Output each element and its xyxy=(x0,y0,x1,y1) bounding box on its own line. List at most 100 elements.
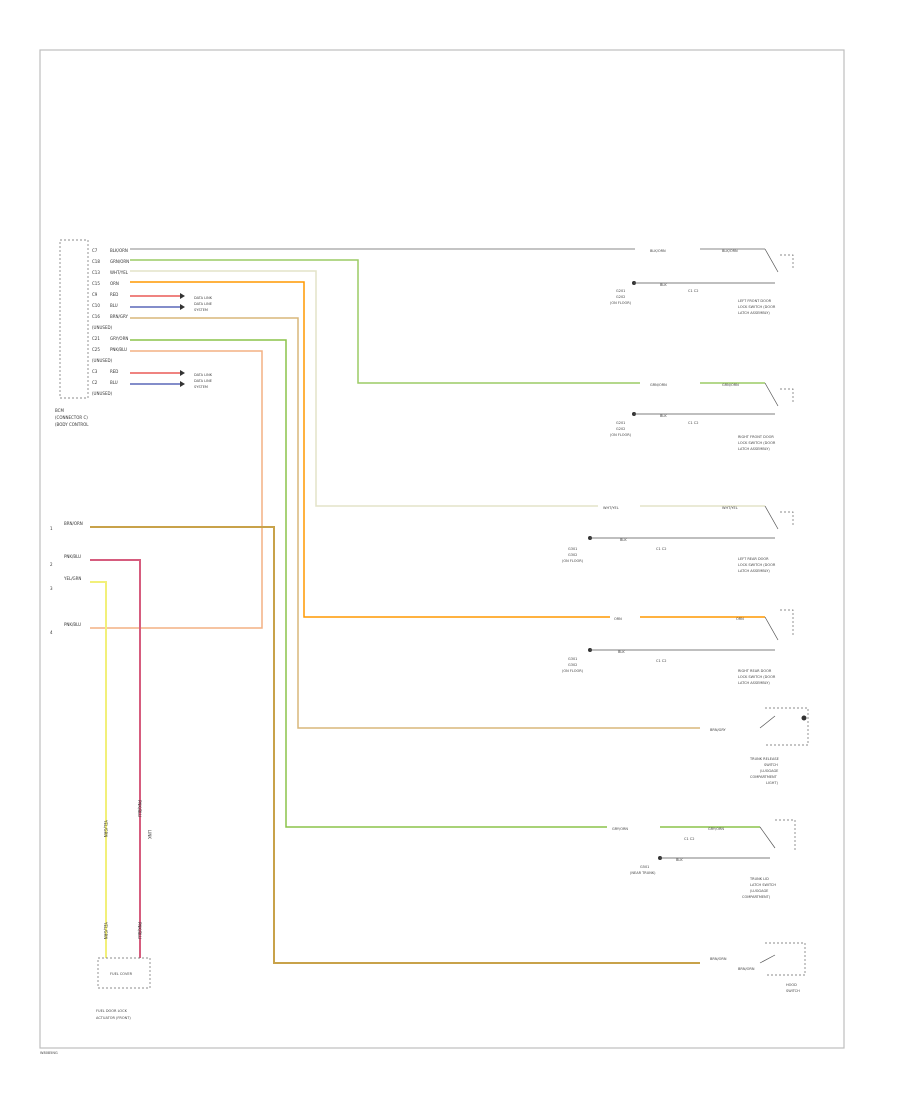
bcm-label-1: BCM xyxy=(55,408,64,413)
left-wire-2: PNK/BLU xyxy=(64,554,81,559)
sw6-caption-2: LATCH SWITCH xyxy=(750,883,776,887)
sw2-connector: C1 C2 xyxy=(688,421,698,425)
bcm-wire-12: RED xyxy=(110,369,118,374)
bcm-label-3: (BODY CONTROL xyxy=(55,422,89,427)
sw3-caption-2: LOCK SWITCH (DOOR xyxy=(738,563,776,567)
wire-brn-orn-hood xyxy=(90,526,700,964)
bcm-pin-2: C18 xyxy=(92,259,100,264)
vwire-yellow-label-bottom: YEL/GRN xyxy=(103,921,108,939)
sw4-connector: C1 C2 xyxy=(656,659,666,663)
sw4-caption-2: LOCK SWITCH (DOOR xyxy=(738,675,776,679)
data-link-2-line1: DATA LINK xyxy=(194,373,213,377)
bcm-pin-1: C7 xyxy=(92,248,98,253)
sw1-connector: C1 C2 xyxy=(688,289,698,293)
sw2-caption-1: RIGHT FRONT DOOR xyxy=(738,435,774,439)
sw6-caption-1: TRUNK LID xyxy=(749,877,769,881)
vwire-link-label: LINK xyxy=(147,830,152,839)
sw2-ground-1: G201 xyxy=(616,421,625,425)
actuator-box-label: FUEL COVER xyxy=(110,972,133,976)
diagram-frame xyxy=(39,49,845,1049)
sw2-caption-2: LOCK SWITCH (DOOR xyxy=(738,441,776,445)
sw2-ground-wire: BLK xyxy=(660,414,667,418)
switch-trunk-latch: GRY/ORN GRY/ORN BLK G501 (NEAR TRUNK) C1… xyxy=(612,819,796,899)
sw3-caption-3: LATCH ASSEMBLY) xyxy=(738,569,770,573)
switch-trunk-release: BRN/GRY TRUNK RELEASE SWITCH (LUGGAGE CO… xyxy=(710,707,809,785)
actuator-outline xyxy=(97,957,151,989)
sw5-wire-in: BRN/GRY xyxy=(710,728,727,732)
page-id: W8085NG xyxy=(40,1051,58,1055)
bcm-wire-14: (UNUSED) xyxy=(92,391,113,396)
switch-rf-door: GRN/ORN GRN/ORN BLK G201 G202 (ON FLOOR)… xyxy=(610,382,794,451)
bcm-pin-13: C2 xyxy=(92,380,98,385)
left-wire-1: BRN/ORN xyxy=(64,521,83,526)
switch-rr-door: ORN ORN BLK G301 G302 (ON FLOOR) C1 C2 R… xyxy=(562,609,794,685)
sw1-wire-out: BLK/ORN xyxy=(722,249,738,253)
data-link-1-line2: DATA LINE xyxy=(194,302,212,306)
wire-wht-yel xyxy=(130,270,598,507)
data-link-2-line2: DATA LINE xyxy=(194,379,212,383)
wire-grn-orn xyxy=(130,259,640,384)
sw2-wire-in: GRN/ORN xyxy=(650,383,667,387)
sw2-wire-out: GRN/ORN xyxy=(722,383,739,387)
bcm-wire-6: BLU xyxy=(110,303,118,308)
sw5-caption-3: (LUGGAGE xyxy=(760,769,778,773)
bcm-wire-2: GRN/ORN xyxy=(110,259,129,264)
sw6-caption-3: (LUGGAGE xyxy=(750,889,768,893)
switch-lr-door: WHT/YEL WHT/YEL BLK G301 G302 (ON FLOOR)… xyxy=(562,505,794,573)
sw6-wire-out: GRY/ORN xyxy=(708,827,724,831)
vwire-yellow-label-top: YEL/GRN xyxy=(103,819,108,837)
sw6-ground-2: (NEAR TRUNK) xyxy=(630,871,656,875)
data-link-1-line3: SYSTEM xyxy=(194,308,208,312)
sw6-caption-4: COMPARTMENT) xyxy=(742,895,771,899)
data-link-ref-2: DATA LINK DATA LINE SYSTEM xyxy=(130,370,213,389)
actuator-caption-2: ACTUATOR (FRONT) xyxy=(96,1016,131,1020)
sw1-caption-3: LATCH ASSEMBLY) xyxy=(738,311,770,315)
bcm-wire-10: PNK/BLU xyxy=(110,347,127,352)
sw3-connector: C1 C2 xyxy=(656,547,666,551)
data-link-1-line1: DATA LINK xyxy=(194,296,213,300)
sw3-wire-out: WHT/YEL xyxy=(722,506,738,510)
sw7-caption-2: SWITCH xyxy=(786,989,800,993)
fuel-door-actuator: FUEL COVER FUEL DOOR LOCK ACTUATOR (FRON… xyxy=(96,957,151,1020)
bcm-wire-9: GRY/ORN xyxy=(110,336,128,341)
bcm-pin-6: C10 xyxy=(92,303,100,308)
wire-brn-gry xyxy=(130,317,700,729)
sw6-connector: C1 C2 xyxy=(684,837,694,841)
sw3-wire-in: WHT/YEL xyxy=(603,506,619,510)
bcm-module: C7 BLK/ORN C18 GRN/ORN C13 WHT/YEL C15 O… xyxy=(55,239,129,427)
wire-pnk-blu-bcm xyxy=(90,350,263,629)
sw2-caption-3: LATCH ASSEMBLY) xyxy=(738,447,770,451)
left-pin-4: 4 xyxy=(50,630,53,635)
sw1-ground-wire: BLK xyxy=(660,283,667,287)
wire-pnk-blu-actuator xyxy=(90,559,141,958)
bcm-outline xyxy=(59,239,89,399)
bcm-wire-5: RED xyxy=(110,292,118,297)
sw1-caption-2: LOCK SWITCH (DOOR xyxy=(738,305,776,309)
sw6-ground-wire: BLK xyxy=(676,858,683,862)
sw7-wire-in: BRN/ORN xyxy=(710,957,727,961)
sw4-wire-in: ORN xyxy=(614,617,622,621)
bcm-wire-8: (UNUSED) xyxy=(92,325,113,330)
data-link-ref-1: DATA LINK DATA LINE SYSTEM xyxy=(130,293,213,312)
bcm-wire-4: ORN xyxy=(110,281,119,286)
bcm-pin-9: C21 xyxy=(92,336,100,341)
wire-yel-grn-actuator xyxy=(90,581,107,958)
sw3-ground-3: (ON FLOOR) xyxy=(562,559,584,563)
bcm-pin-12: C3 xyxy=(92,369,98,374)
sw5-caption-1: TRUNK RELEASE xyxy=(749,757,779,761)
sw4-ground-2: G302 xyxy=(568,663,577,667)
left-pin-2: 2 xyxy=(50,562,53,567)
sw5-caption-5: LIGHT) xyxy=(766,781,778,785)
sw3-ground-wire: BLK xyxy=(620,538,627,542)
sw4-ground-1: G301 xyxy=(568,657,577,661)
left-pin-3: 3 xyxy=(50,586,53,591)
sw5-caption-2: SWITCH xyxy=(764,763,778,767)
wire-orn xyxy=(130,281,610,618)
bcm-pin-3: C13 xyxy=(92,270,100,275)
left-connector: 1 BRN/ORN 2 PNK/BLU 3 YEL/GRN 4 PNK/BLU xyxy=(50,521,83,635)
sw7-caption-1: HOOD xyxy=(786,983,797,987)
bcm-pin-7: C16 xyxy=(92,314,100,319)
sw2-ground-3: (ON FLOOR) xyxy=(610,433,632,437)
switch-hood: BRN/ORN BRN/ORN HOOD SWITCH xyxy=(710,942,806,993)
